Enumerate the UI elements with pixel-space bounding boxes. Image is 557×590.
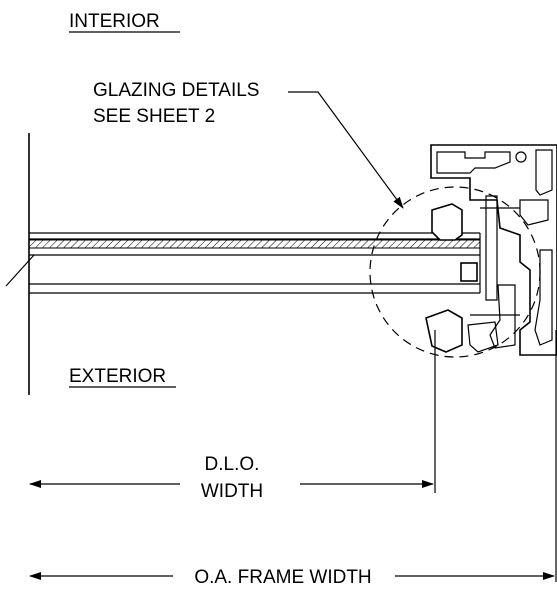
insulated-glass-unit [28,232,481,294]
frame-profile [425,144,557,356]
interior-label: INTERIOR [69,11,160,32]
glazing-detail-circle [369,186,541,358]
spacer-block [460,262,478,282]
exterior-label: EXTERIOR [69,366,166,387]
glazing-details-label: GLAZING DETAILS [93,80,259,101]
dlo-width-label: WIDTH [201,481,263,502]
see-sheet-label: SEE SHEET 2 [93,106,215,127]
dlo-label: D.L.O. [205,454,260,475]
glazing-leader-line [288,91,404,209]
oa-frame-width-label: O.A. FRAME WIDTH [194,567,371,588]
break-line [5,254,35,287]
